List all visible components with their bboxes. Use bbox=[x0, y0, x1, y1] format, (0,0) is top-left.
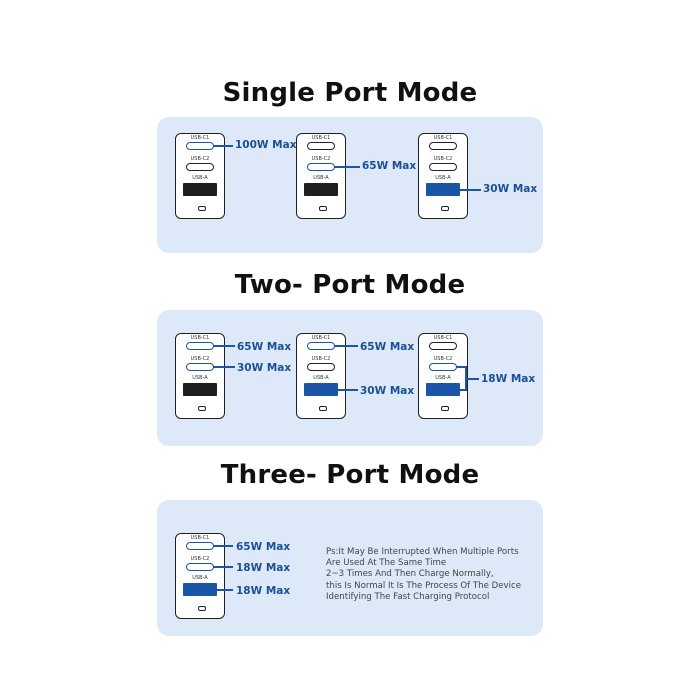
port-label-usb-c1: USB-C1 bbox=[190, 335, 210, 341]
usb-c2-port bbox=[307, 163, 335, 171]
port-label-usb-c1: USB-C1 bbox=[311, 335, 331, 341]
section-title-three: Three- Port Mode bbox=[220, 460, 480, 490]
connector-line bbox=[213, 566, 233, 568]
usb-c2-port bbox=[307, 363, 335, 371]
power-label: 65W Max bbox=[360, 341, 415, 353]
note-text: Ps:It May Be Interrupted When Multiple P… bbox=[326, 547, 536, 603]
charger-device: USB-C1 USB-C2 USB-A bbox=[175, 533, 225, 619]
port-label-usb-c2: USB-C2 bbox=[433, 356, 453, 362]
port-label-usb-c2: USB-C2 bbox=[433, 156, 453, 162]
usb-a-port bbox=[426, 183, 460, 196]
port-label-usb-a: USB-A bbox=[435, 375, 451, 381]
power-label: 65W Max bbox=[362, 160, 417, 172]
usb-c2-port bbox=[186, 563, 214, 571]
usb-a-port bbox=[426, 383, 460, 396]
connector-line bbox=[213, 545, 233, 547]
port-label-usb-c1: USB-C1 bbox=[190, 535, 210, 541]
connector-line bbox=[213, 145, 233, 147]
note-line: this Is Normal It Is The Process Of The … bbox=[326, 580, 522, 591]
indicator-led bbox=[198, 206, 206, 211]
usb-a-port bbox=[183, 183, 217, 196]
usb-a-port bbox=[304, 183, 338, 196]
connector-line bbox=[213, 366, 235, 368]
connector-line bbox=[216, 589, 233, 591]
port-label-usb-a: USB-A bbox=[192, 575, 208, 581]
power-label: 65W Max bbox=[237, 341, 292, 353]
indicator-led bbox=[319, 406, 327, 411]
usb-c1-port bbox=[186, 542, 214, 550]
port-label-usb-c2: USB-C2 bbox=[311, 356, 331, 362]
indicator-led bbox=[319, 206, 327, 211]
connector-line bbox=[337, 389, 358, 391]
section-title-two: Two- Port Mode bbox=[234, 270, 466, 300]
usb-c2-port bbox=[429, 363, 457, 371]
usb-a-port bbox=[183, 383, 217, 396]
port-label-usb-a: USB-A bbox=[435, 175, 451, 181]
connector-line bbox=[459, 189, 481, 191]
indicator-led bbox=[441, 206, 449, 211]
port-label-usb-a: USB-A bbox=[192, 375, 208, 381]
power-label: 30W Max bbox=[483, 183, 538, 195]
power-label: 18W Max bbox=[236, 562, 291, 574]
usb-c2-port bbox=[186, 363, 214, 371]
port-label-usb-c2: USB-C2 bbox=[190, 156, 210, 162]
power-label: 18W Max bbox=[236, 585, 291, 597]
indicator-led bbox=[198, 406, 206, 411]
usb-a-port bbox=[183, 583, 217, 596]
connector-line bbox=[465, 378, 479, 380]
power-label: 65W Max bbox=[236, 541, 291, 553]
usb-a-port bbox=[304, 383, 338, 396]
port-label-usb-c1: USB-C1 bbox=[311, 135, 331, 141]
port-label-usb-a: USB-A bbox=[313, 375, 329, 381]
usb-c1-port bbox=[307, 342, 335, 350]
usb-c1-port bbox=[186, 142, 214, 150]
charger-device: USB-C1 USB-C2 USB-A bbox=[418, 133, 468, 219]
port-label-usb-c2: USB-C2 bbox=[311, 156, 331, 162]
charger-device: USB-C1 USB-C2 USB-A bbox=[175, 133, 225, 219]
charger-device: USB-C1 USB-C2 USB-A bbox=[175, 333, 225, 419]
usb-c2-port bbox=[429, 163, 457, 171]
port-label-usb-c1: USB-C1 bbox=[433, 335, 453, 341]
indicator-led bbox=[198, 606, 206, 611]
usb-c1-port bbox=[186, 342, 214, 350]
usb-c1-port bbox=[307, 142, 335, 150]
charger-device: USB-C1 USB-C2 USB-A bbox=[296, 133, 346, 219]
note-line: Identifying The Fast Charging Protocol bbox=[326, 591, 490, 602]
charger-device: USB-C1 USB-C2 USB-A bbox=[296, 333, 346, 419]
charger-device: USB-C1 USB-C2 USB-A bbox=[418, 333, 468, 419]
port-label-usb-c1: USB-C1 bbox=[190, 135, 210, 141]
power-label: 30W Max bbox=[360, 385, 415, 397]
connector-line bbox=[334, 166, 360, 168]
usb-c1-port bbox=[429, 342, 457, 350]
connector-line bbox=[334, 345, 358, 347]
section-title-single: Single Port Mode bbox=[222, 78, 478, 108]
power-label: 18W Max bbox=[481, 373, 536, 385]
port-label-usb-c2: USB-C2 bbox=[190, 356, 210, 362]
note-line: 2~3 Times And Then Charge Normally, bbox=[326, 569, 494, 580]
power-label: 100W Max bbox=[235, 139, 297, 151]
port-label-usb-c2: USB-C2 bbox=[190, 556, 210, 562]
port-label-usb-a: USB-A bbox=[313, 175, 329, 181]
indicator-led bbox=[441, 406, 449, 411]
usb-c1-port bbox=[429, 142, 457, 150]
power-label: 30W Max bbox=[237, 362, 292, 374]
note-line: Ps:It May Be Interrupted When Multiple P… bbox=[326, 547, 519, 557]
port-label-usb-a: USB-A bbox=[192, 175, 208, 181]
bracket-line bbox=[456, 366, 466, 368]
connector-line bbox=[213, 345, 235, 347]
note-line: Are Used At The Same Time bbox=[326, 558, 447, 569]
port-label-usb-c1: USB-C1 bbox=[433, 135, 453, 141]
usb-c2-port bbox=[186, 163, 214, 171]
bracket-line bbox=[459, 389, 466, 391]
